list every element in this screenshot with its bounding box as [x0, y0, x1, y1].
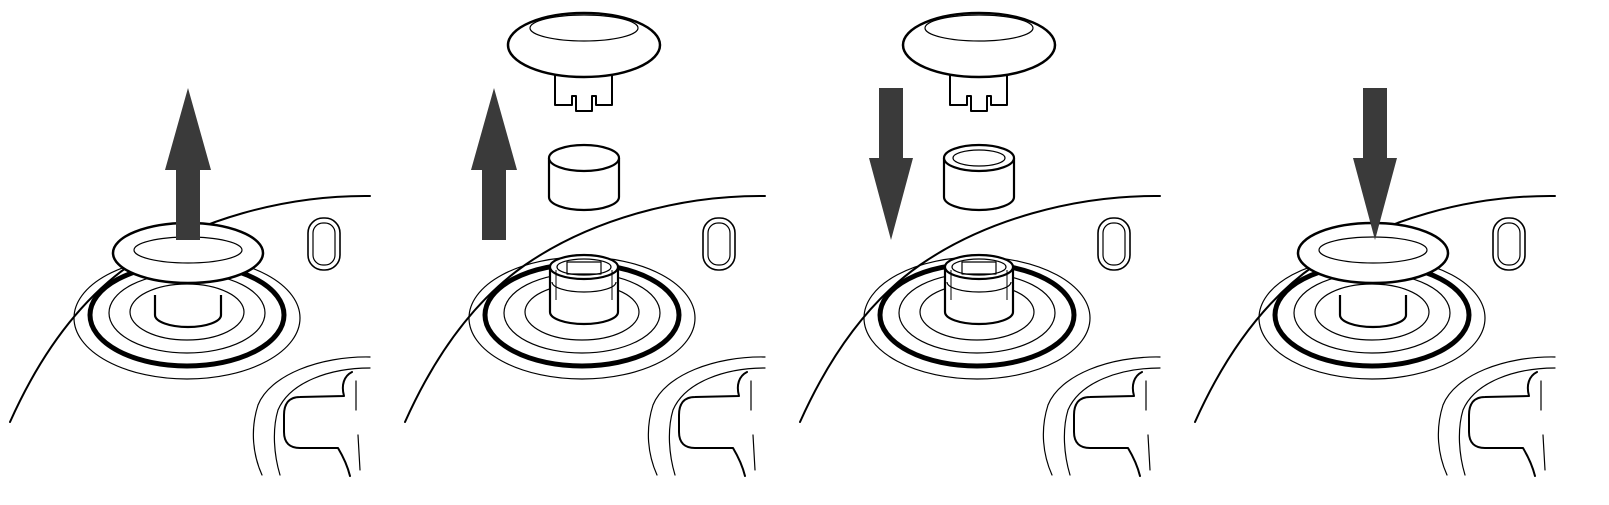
arrow-up-icon: [471, 88, 517, 240]
step-1: [10, 88, 370, 476]
step-2: [405, 11, 765, 476]
arrow-up-icon: [165, 88, 211, 240]
step-3: [800, 11, 1160, 476]
arrow-down-icon: [1353, 88, 1397, 240]
step-4: [1195, 88, 1555, 476]
arrow-down-icon: [869, 88, 913, 240]
